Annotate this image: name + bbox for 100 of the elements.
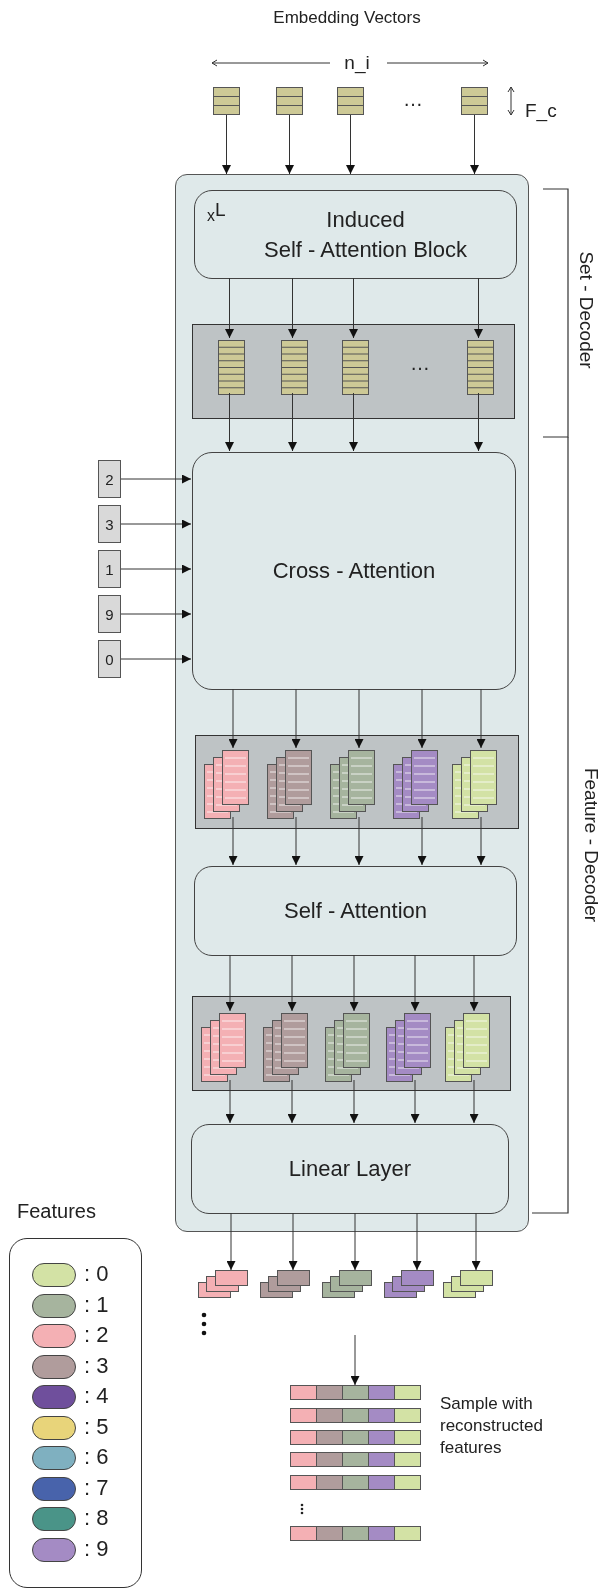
embedding-vector xyxy=(342,340,369,395)
vector-panel xyxy=(192,324,515,419)
arrow xyxy=(412,1212,422,1271)
section-label: Feature - Decoder xyxy=(580,767,601,923)
feature-index-box: 2 xyxy=(98,460,121,498)
arrow xyxy=(287,1079,297,1124)
block-label: Self - Attention xyxy=(283,897,428,926)
vector-panel xyxy=(192,996,511,1091)
feature-token-stack xyxy=(444,1013,490,1082)
dimension-label: F_c xyxy=(525,100,557,122)
arrow xyxy=(120,654,192,664)
arrow xyxy=(228,688,238,749)
arrow xyxy=(417,816,427,866)
embedding-vector xyxy=(213,87,240,115)
repeat-count: $_{x}$L xyxy=(207,199,226,225)
process-block xyxy=(191,1124,509,1214)
arrow xyxy=(349,392,358,452)
arrow xyxy=(469,954,479,1012)
arrow xyxy=(469,1079,479,1124)
arrow xyxy=(417,688,427,749)
output-token-stack xyxy=(259,1270,310,1298)
block-label: Linear Layer xyxy=(288,1155,412,1184)
node-label: Sample with reconstructed features xyxy=(440,1393,544,1460)
arrow xyxy=(288,392,297,452)
vector-panel xyxy=(195,735,519,829)
arrow xyxy=(222,114,231,175)
block-label: Cross - Attention xyxy=(272,557,436,586)
process-block xyxy=(194,190,517,279)
arrow xyxy=(470,114,479,175)
feature-token-stack xyxy=(324,1013,370,1082)
embedding-vector xyxy=(467,340,494,395)
arrow xyxy=(354,816,364,866)
process-block xyxy=(194,866,517,956)
legend-label: : 3 xyxy=(84,1352,109,1379)
embedding-vector xyxy=(276,87,303,115)
arrow xyxy=(288,277,297,339)
feature-token-stack xyxy=(262,1013,308,1082)
arrow xyxy=(120,564,192,574)
legend-title: Features xyxy=(17,1200,96,1223)
embedding-vector xyxy=(461,87,488,115)
arrow xyxy=(228,816,238,866)
ellipsis: … xyxy=(403,88,423,111)
legend-label: : 8 xyxy=(84,1505,109,1531)
embedding-vector xyxy=(337,87,364,115)
output-token-stack xyxy=(197,1270,248,1298)
legend-label: : 6 xyxy=(84,1444,109,1470)
legend-label: : 2 xyxy=(84,1322,109,1348)
arrow xyxy=(476,688,486,749)
arrow xyxy=(350,1334,360,1386)
process-block xyxy=(192,452,516,690)
arrow xyxy=(349,277,358,339)
arrow xyxy=(120,519,192,529)
arrow xyxy=(476,816,486,866)
arrow xyxy=(285,114,294,175)
arrow xyxy=(120,609,192,619)
feature-token-stack xyxy=(451,750,497,819)
feature-index-box: 3 xyxy=(98,505,121,543)
arrow xyxy=(471,1212,481,1271)
arrow xyxy=(291,688,301,749)
output-token-stack xyxy=(383,1270,434,1298)
output-token-stack xyxy=(442,1270,493,1298)
legend-label: : 0 xyxy=(84,1261,109,1287)
embedding-vector xyxy=(218,340,245,395)
arrow xyxy=(410,954,420,1012)
feature-token-stack xyxy=(266,750,312,819)
arrow xyxy=(225,392,234,452)
arrow xyxy=(120,474,192,484)
feature-token-stack xyxy=(385,1013,431,1082)
legend-label: : 7 xyxy=(84,1474,109,1501)
section-label: Set - Decoder xyxy=(575,251,597,369)
output-token-stack xyxy=(321,1270,372,1298)
embedding-vector xyxy=(281,340,308,395)
legend-label: : 9 xyxy=(84,1535,109,1562)
feature-index-box: 1 xyxy=(98,550,121,588)
arrow xyxy=(287,954,297,1012)
arrow xyxy=(349,1079,359,1124)
arrow xyxy=(474,277,483,339)
feature-index-box: 0 xyxy=(98,640,121,678)
legend-label: : 4 xyxy=(84,1383,109,1409)
arrow xyxy=(225,277,234,339)
legend-label: : 5 xyxy=(84,1413,109,1440)
feature-index-box: 9 xyxy=(98,595,121,633)
arrow xyxy=(225,1079,235,1124)
feature-token-stack xyxy=(203,750,249,819)
arrow xyxy=(288,1212,298,1271)
arrow xyxy=(354,688,364,749)
ellipsis: … xyxy=(410,352,430,375)
arrow xyxy=(291,816,301,866)
arrow xyxy=(346,114,355,175)
arrow xyxy=(349,954,359,1012)
feature-token-stack xyxy=(329,750,375,819)
dimension-label: n_i xyxy=(344,52,370,74)
feature-token-stack xyxy=(392,750,438,819)
feature-token-stack xyxy=(200,1013,246,1082)
heading: Embedding Vectors xyxy=(273,8,421,28)
block-label: Induced Self - Attention Block xyxy=(264,205,467,264)
decoder-container xyxy=(175,174,529,1232)
arrow xyxy=(350,1212,360,1271)
legend-label: : 1 xyxy=(84,1291,109,1318)
arrow xyxy=(226,1212,236,1271)
